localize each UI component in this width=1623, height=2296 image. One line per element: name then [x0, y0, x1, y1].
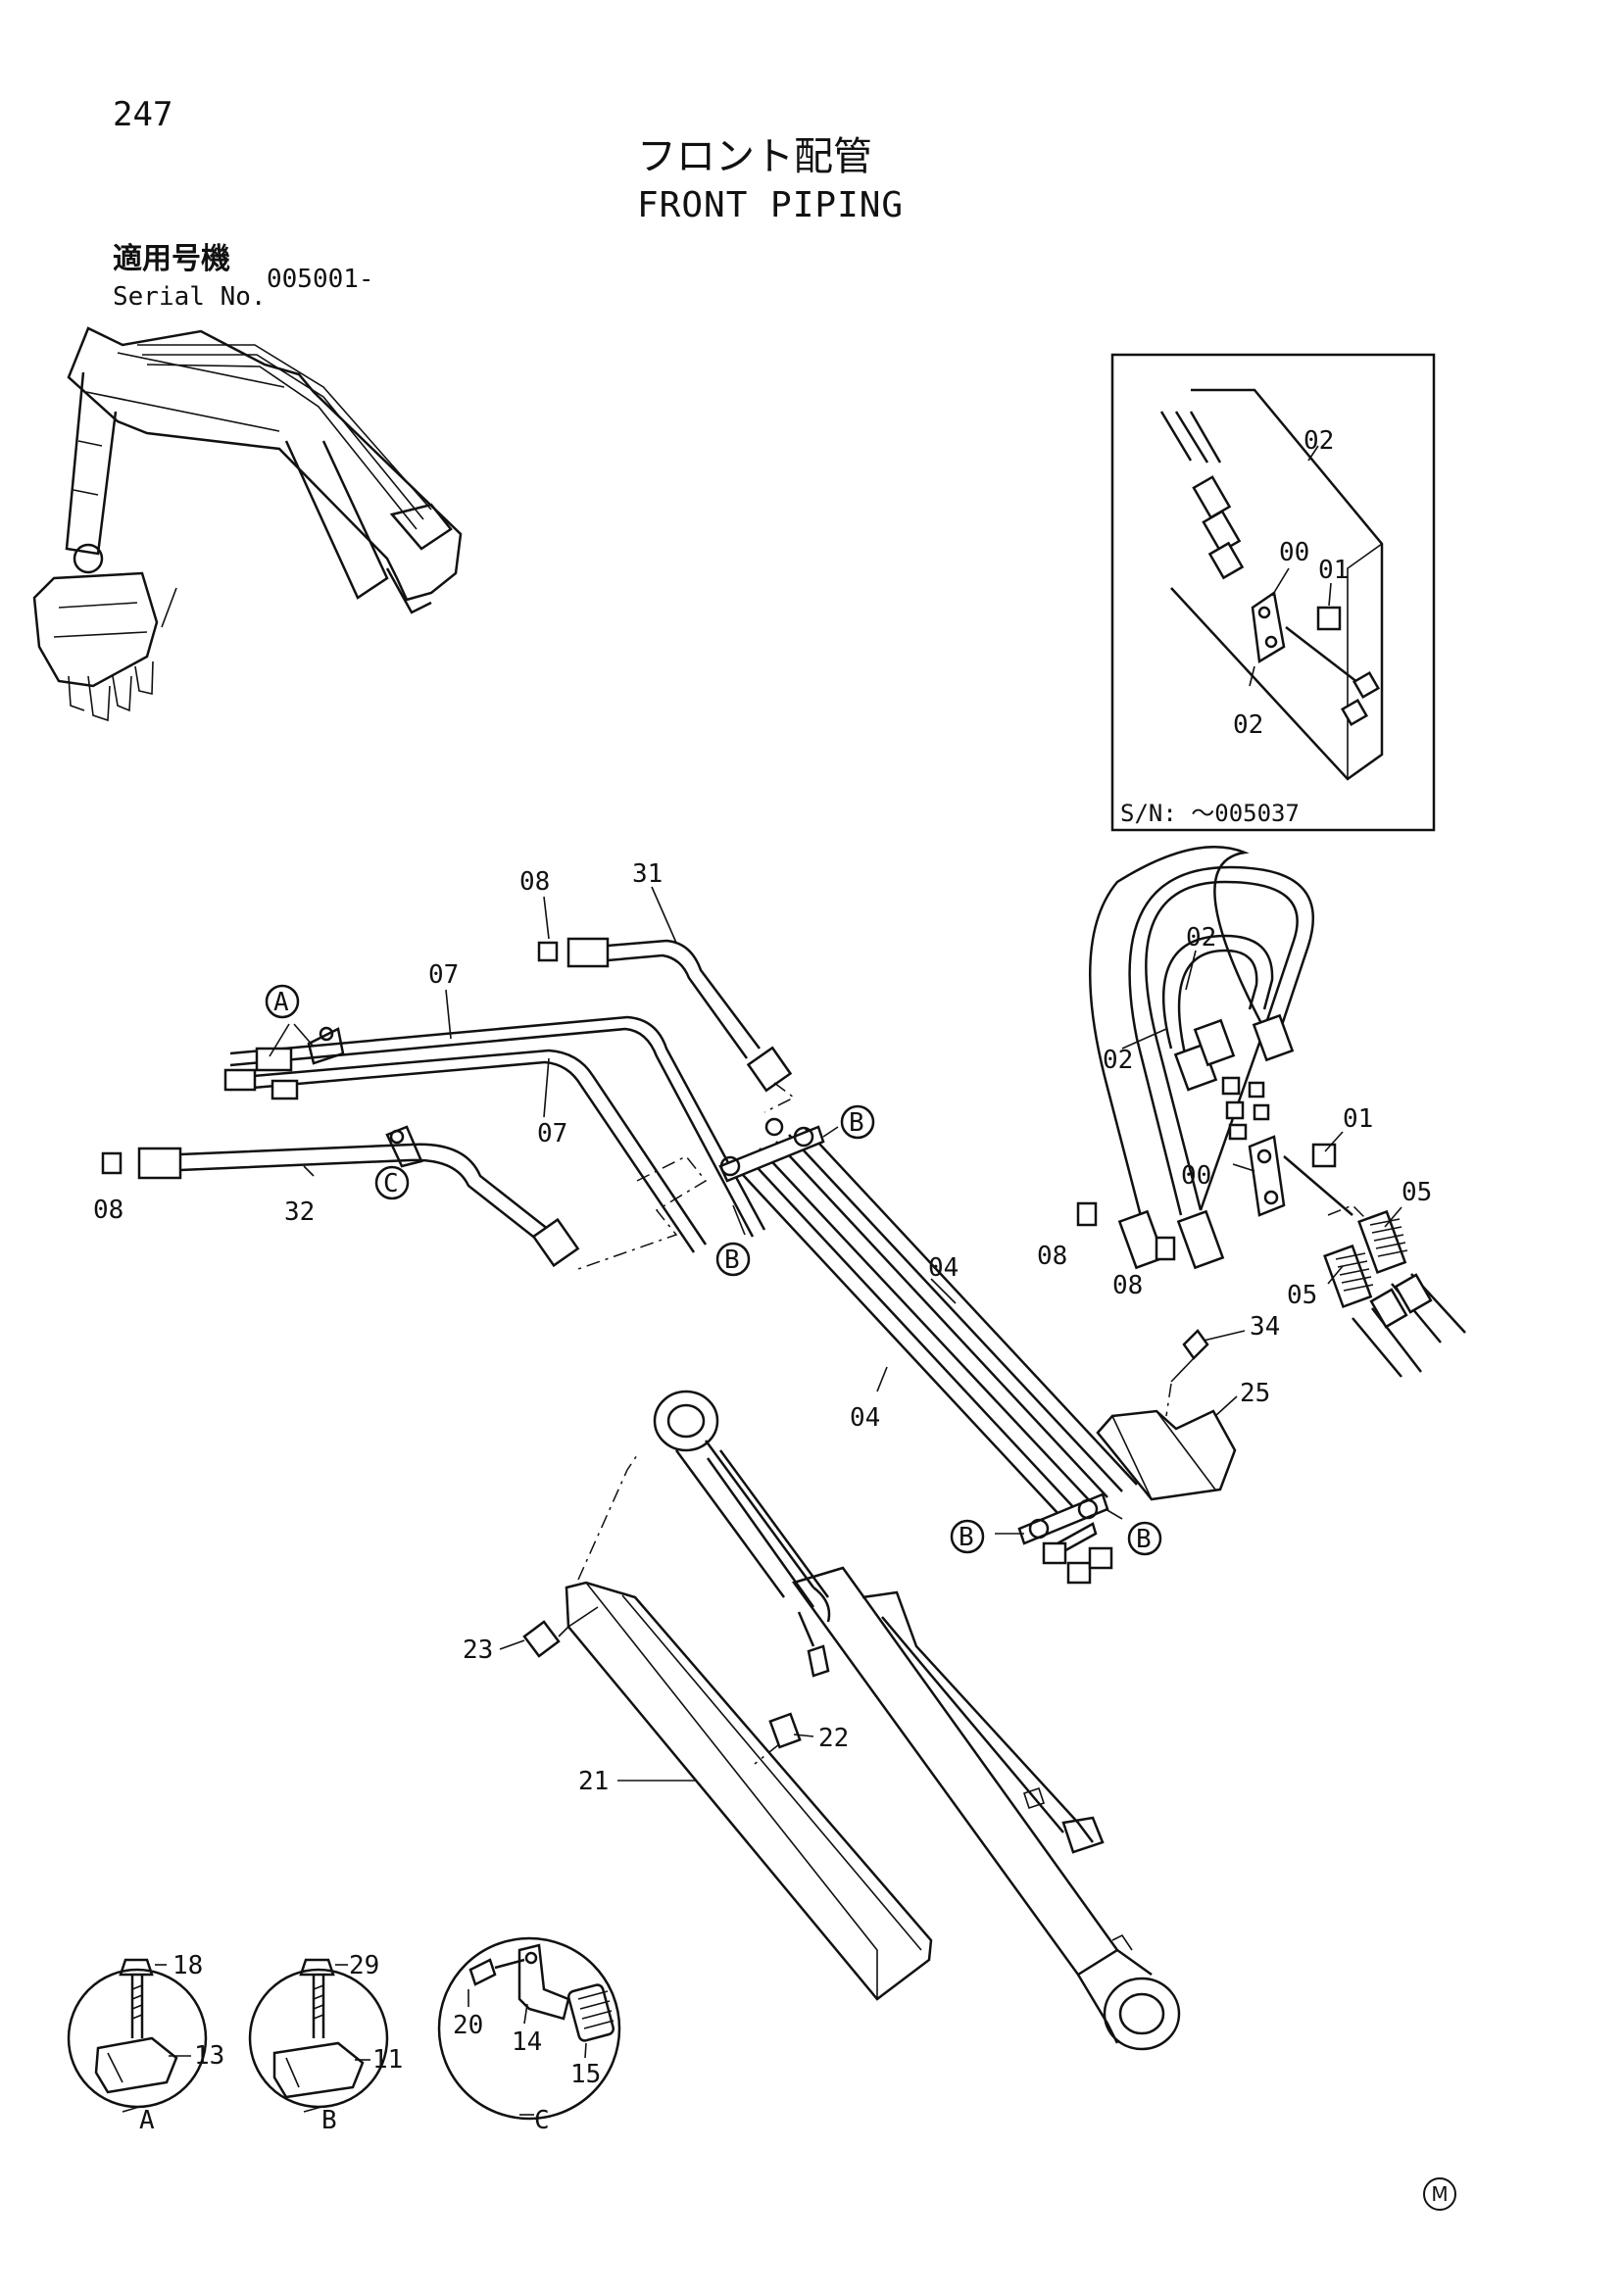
- callout-B-mid: B: [724, 1246, 740, 1275]
- boom-cylinder: [653, 1390, 1181, 2051]
- callout-A-main: A: [273, 988, 289, 1017]
- inset-detail-box: 02 00 01 02 S/N: ～005037: [1110, 353, 1436, 832]
- callout-leaders: [269, 886, 1402, 1782]
- callout-inset-00: 00: [1279, 538, 1309, 567]
- detail-callout-18: 18: [172, 1951, 203, 1980]
- callout-25: 25: [1240, 1379, 1270, 1408]
- callout-04-upper: 04: [928, 1253, 959, 1283]
- callout-inset-02-bottom: 02: [1233, 710, 1263, 740]
- callout-08-mid-a: 08: [1037, 1242, 1067, 1271]
- excavator-overview-illustration: [32, 326, 463, 722]
- main-pipes-04: [718, 1117, 1138, 1585]
- callout-05-upper: 05: [1402, 1178, 1432, 1207]
- callout-B-upper: B: [849, 1108, 864, 1138]
- callout-inset-02-top: 02: [1303, 426, 1334, 456]
- callout-07-top: 07: [428, 960, 459, 990]
- detail-label-B: B: [321, 2106, 337, 2135]
- callout-08-top: 08: [519, 867, 550, 897]
- callout-01: 01: [1343, 1104, 1373, 1134]
- callout-00: 00: [1181, 1161, 1211, 1191]
- detail-label-A: A: [139, 2106, 155, 2135]
- callout-22: 22: [818, 1724, 849, 1753]
- callout-inset-01: 01: [1318, 556, 1349, 585]
- manufacturer-mark: M: [1423, 2177, 1456, 2211]
- detail-callout-11: 11: [372, 2045, 403, 2075]
- detail-callout-29: 29: [349, 1951, 379, 1980]
- serial-label-en: Serial No.: [113, 282, 267, 312]
- spring-guards-05: [1323, 1209, 1408, 1309]
- serial-value: 005001-: [267, 265, 374, 294]
- page-title-en: FRONT PIPING: [637, 185, 905, 225]
- callout-31: 31: [632, 859, 663, 889]
- callout-B-low-left: B: [959, 1523, 974, 1552]
- hoses-02: [1076, 846, 1466, 1378]
- page-number: 247: [113, 95, 173, 134]
- callout-04-lower: 04: [850, 1403, 880, 1433]
- detail-label-C: C: [534, 2106, 550, 2135]
- callout-23: 23: [463, 1636, 493, 1665]
- callout-21: 21: [578, 1767, 609, 1796]
- detail-C: 20 14 15 C: [437, 1936, 621, 2135]
- detail-callout-15: 15: [570, 2060, 601, 2089]
- callout-02-lower: 02: [1103, 1046, 1133, 1075]
- cover-25: [1096, 1329, 1237, 1501]
- detail-callout-13: 13: [194, 2041, 224, 2071]
- callout-02-upper: 02: [1186, 923, 1216, 953]
- callout-07-mid: 07: [537, 1119, 567, 1148]
- callout-C-main: C: [383, 1169, 399, 1198]
- callout-32: 32: [284, 1197, 315, 1227]
- inset-serial-range: S/N: ～005037: [1120, 800, 1300, 827]
- cylinder-cover-21: [522, 1454, 933, 2001]
- circled-labels: [265, 984, 1162, 1556]
- callout-34: 34: [1250, 1312, 1280, 1342]
- callout-05-lower: 05: [1287, 1281, 1317, 1310]
- upper-piping-group: [101, 937, 796, 1270]
- callout-08-mid-b: 08: [1112, 1271, 1143, 1300]
- detail-callout-14: 14: [512, 2027, 542, 2057]
- detail-callout-20: 20: [453, 2011, 483, 2040]
- serial-label-jp: 適用号機: [113, 242, 230, 276]
- callout-08-left: 08: [93, 1196, 123, 1225]
- page-title-jp: フロント配管: [637, 134, 872, 179]
- detail-B: 29 11 B: [248, 1951, 403, 2135]
- detail-A: 18 13 A: [67, 1951, 224, 2135]
- callout-B-low-right: B: [1136, 1525, 1152, 1554]
